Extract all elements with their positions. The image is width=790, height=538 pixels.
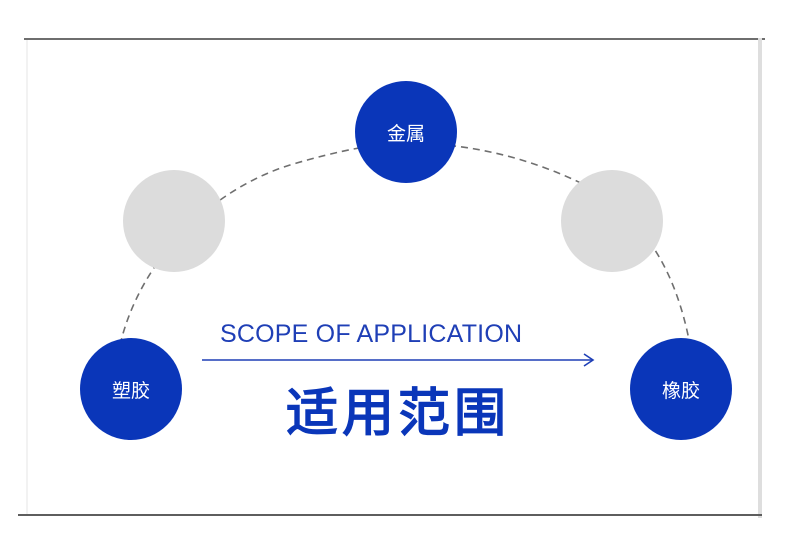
arrow-right-icon (202, 353, 595, 367)
frame-bottom-border (18, 514, 762, 516)
node-upper-left-circle (123, 170, 225, 272)
title-chinese: 适用范围 (285, 384, 510, 444)
corner-fade (700, 520, 790, 538)
frame-left-border (26, 40, 28, 514)
frame-top-border (24, 38, 765, 40)
node-rubber: 橡胶 (630, 338, 732, 440)
node-plastic: 塑胶 (80, 338, 182, 440)
node-metal-label: 金属 (386, 122, 425, 145)
title-english: SCOPE OF APPLICATION (220, 320, 523, 348)
node-plastic-label: 塑胶 (111, 379, 150, 402)
node-upper-right-circle (561, 170, 663, 272)
frame-right-border (758, 38, 762, 518)
node-rubber-label: 橡胶 (661, 379, 700, 402)
node-metal: 金属 (355, 81, 457, 183)
